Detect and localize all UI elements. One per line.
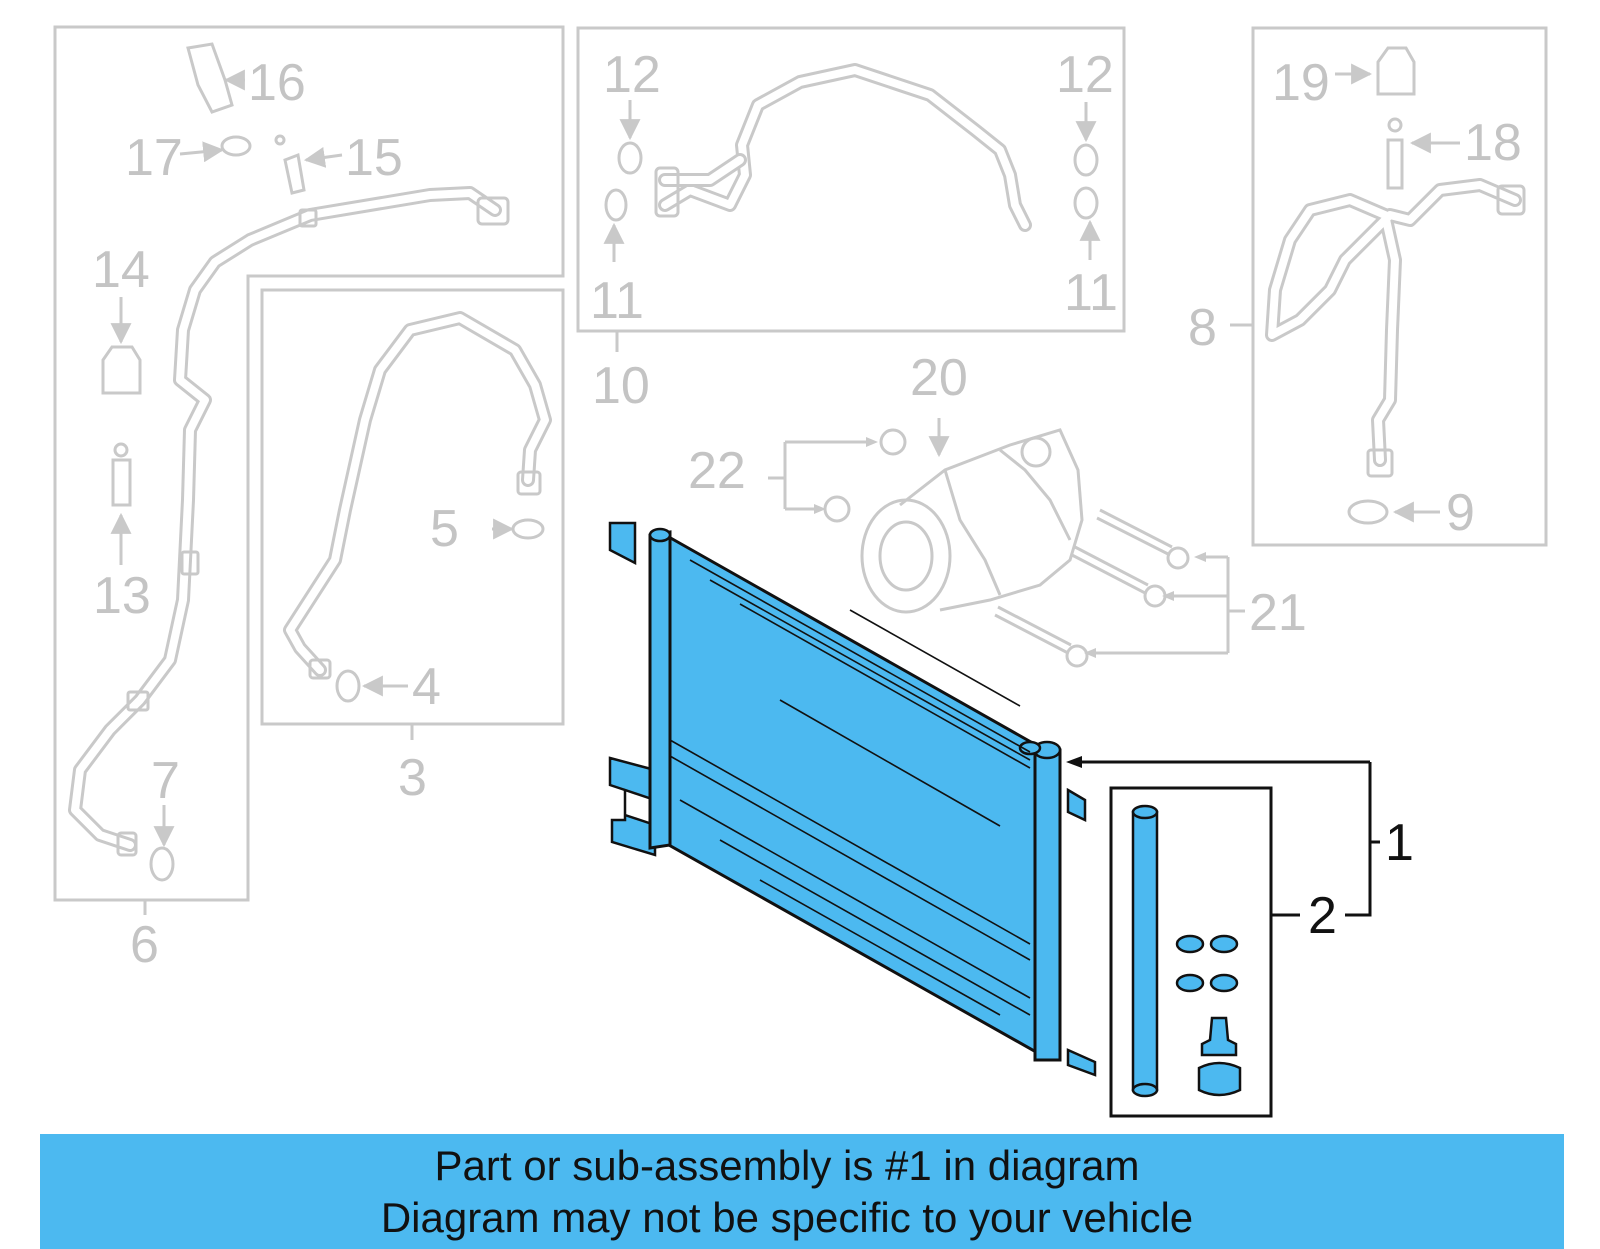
callout-2: 2 [1308, 887, 1337, 945]
callout-13: 13 [93, 567, 151, 625]
group-box-3 [260, 288, 565, 740]
callout-19: 19 [1272, 54, 1330, 112]
group-box-8 [1230, 26, 1548, 547]
condenser-assembly [608, 521, 1097, 1077]
callout-11-right: 11 [1064, 264, 1118, 322]
info-banner: Part or sub-assembly is #1 in diagram Di… [40, 1134, 1564, 1249]
callout-12-right: 12 [1056, 46, 1114, 104]
callout-12-left: 12 [603, 46, 661, 104]
callout-bracket-1 [1066, 756, 1380, 917]
callout-7: 7 [151, 752, 180, 810]
callout-1: 1 [1385, 814, 1414, 872]
group-box-10 [576, 26, 1126, 352]
callout-14: 14 [92, 241, 150, 299]
callout-4: 4 [412, 658, 441, 716]
group-box-2 [1109, 786, 1300, 1118]
callout-10: 10 [592, 357, 650, 415]
callout-11-left: 11 [590, 272, 644, 330]
callout-5: 5 [430, 500, 459, 558]
banner-line-2: Diagram may not be specific to your vehi… [380, 1193, 1194, 1241]
callout-6: 6 [130, 916, 159, 974]
callout-labels: 1 2 3 4 5 6 7 8 9 10 11 11 12 12 13 14 1… [92, 46, 1522, 974]
callout-22: 22 [688, 442, 746, 500]
callout-17: 17 [125, 129, 183, 187]
callout-8: 8 [1188, 299, 1217, 357]
callout-20: 20 [910, 349, 968, 407]
callout-16: 16 [248, 54, 306, 112]
compressor-group [768, 418, 1245, 668]
callout-15: 15 [345, 129, 403, 187]
banner-line-1: Part or sub-assembly is #1 in diagram [434, 1141, 1140, 1189]
callout-18: 18 [1464, 114, 1522, 172]
callout-3: 3 [398, 749, 427, 807]
callout-9: 9 [1446, 484, 1475, 542]
group-box-6 [53, 25, 565, 915]
callout-21: 21 [1249, 584, 1307, 642]
